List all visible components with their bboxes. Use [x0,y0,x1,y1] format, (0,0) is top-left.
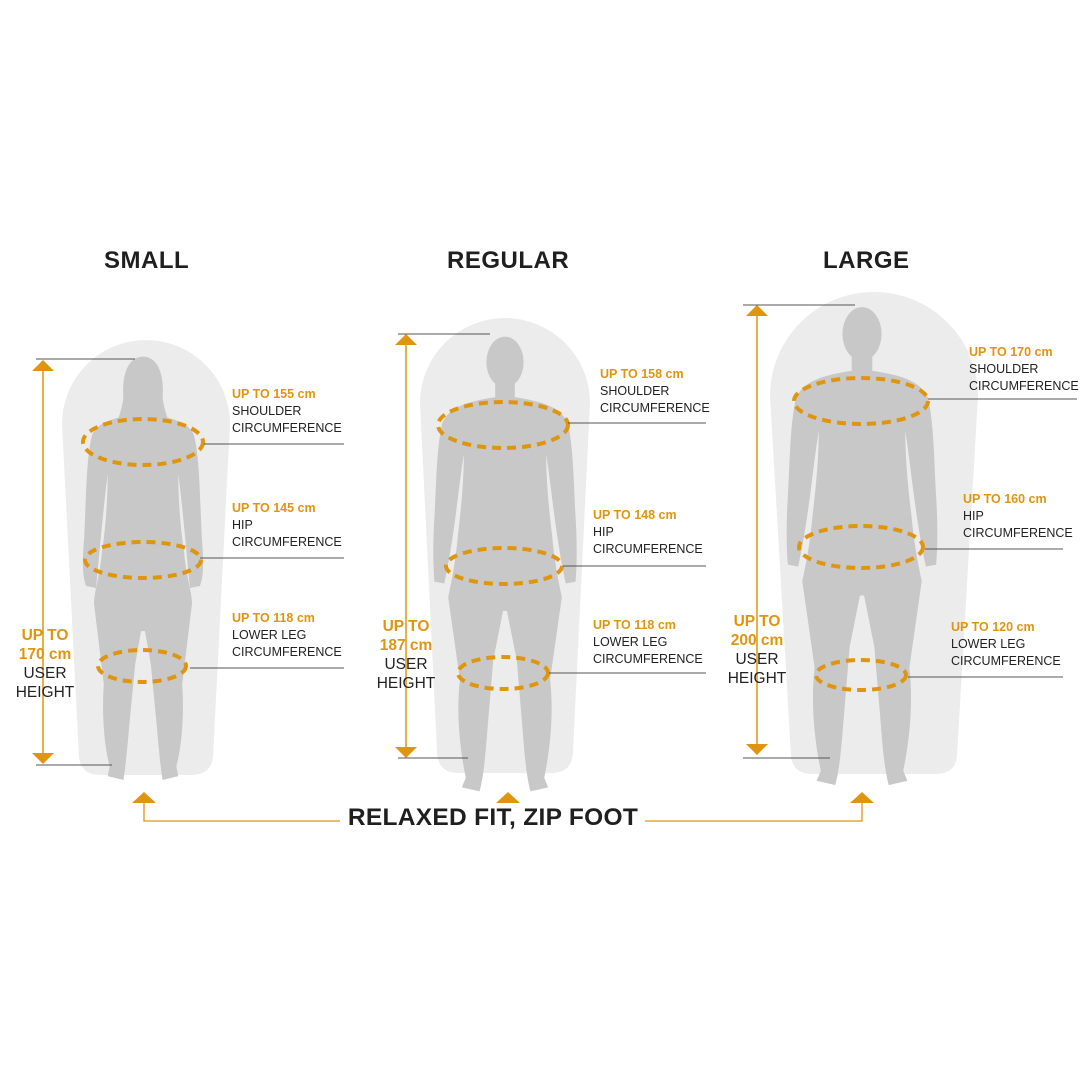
small-shoulder-ring [81,417,205,467]
small-height-arrow-down [32,753,54,764]
regular-shoulder-label: UP TO 158 cm SHOULDER CIRCUMFERENCE [600,367,710,415]
large-lower-leg-label: UP TO 120 cm LOWER LEG CIRCUMFERENCE [951,620,1061,668]
regular-height-label: UP TO 187 cm USER HEIGHT [376,618,436,692]
small-lower-leg-ring [96,648,188,684]
footer-bracket-right [645,800,863,822]
small-height-arrow-up [32,360,54,371]
regular-lower-leg-label: UP TO 118 cm LOWER LEG CIRCUMFERENCE [593,618,703,666]
large-lower-leg-ring [814,658,908,692]
small-hip-label: UP TO 145 cm HIP CIRCUMFERENCE [232,501,342,549]
small-fit-arrow [132,792,156,803]
small-hip-ring [83,540,203,580]
large-shoulder-label: UP TO 170 cm SHOULDER CIRCUMFERENCE [969,345,1079,393]
small-shoulder-label: UP TO 155 cm SHOULDER CIRCUMFERENCE [232,387,342,435]
regular-height-arrow-down [395,747,417,758]
regular-shoulder-ring [436,400,570,450]
regular-height-arrow-up [395,334,417,345]
regular-lower-leg-ring [456,655,550,691]
leader-lines [190,398,1077,678]
large-height-arrow-down [746,744,768,755]
footer-bracket [132,792,874,822]
large-hip-ring [797,524,925,570]
large-height-label: UP TO 200 cm USER HEIGHT [727,613,787,687]
large-shoulder-ring [792,376,930,426]
size-title-regular: REGULAR [447,247,570,274]
large-hip-label: UP TO 160 cm HIP CIRCUMFERENCE [963,492,1073,540]
regular-hip-ring [444,546,564,586]
circumference-rings [81,376,930,692]
fit-label: RELAXED FIT, ZIP FOOT [347,804,639,831]
regular-fit-arrow [496,792,520,803]
size-title-small: SMALL [104,247,190,274]
small-height-label: UP TO 170 cm USER HEIGHT [15,627,75,701]
small-lower-leg-label: UP TO 118 cm LOWER LEG CIRCUMFERENCE [232,611,342,659]
large-fit-arrow [850,792,874,803]
large-height-arrow-up [746,305,768,316]
footer-bracket-left [143,800,340,822]
height-arrows [32,304,855,766]
size-title-large: LARGE [823,247,910,274]
regular-hip-label: UP TO 148 cm HIP CIRCUMFERENCE [593,508,703,556]
